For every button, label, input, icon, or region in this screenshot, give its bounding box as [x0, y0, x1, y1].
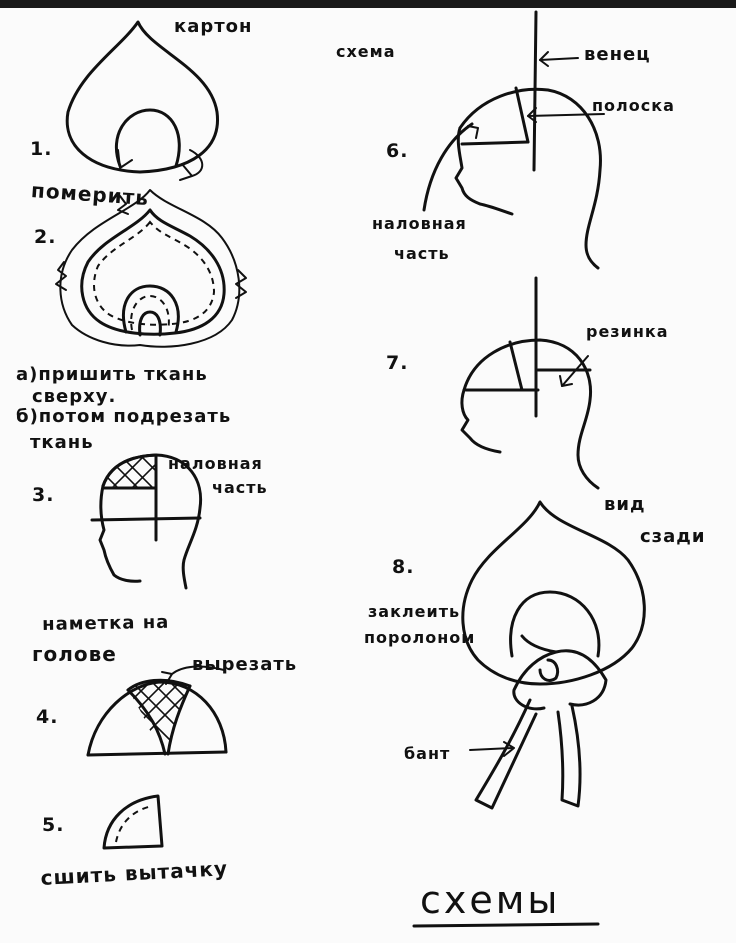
- step6-label-crown: венец: [584, 44, 651, 65]
- step3-caption-line2: голове: [32, 642, 117, 666]
- step8-bow: [461, 500, 646, 810]
- step2-line-a2: сверху.: [32, 386, 117, 407]
- step2-shape: [55, 189, 247, 348]
- step4-dome: [86, 665, 228, 757]
- step3-label-part: часть: [212, 478, 268, 497]
- step1-number: 1.: [30, 138, 53, 160]
- step6-label-part: часть: [394, 244, 450, 263]
- step7-label-elastic: резинка: [586, 322, 669, 341]
- step2-number: 2.: [34, 226, 57, 248]
- step3-caption-line1: наметка на: [42, 611, 170, 635]
- step4-label-cut: вырезать: [192, 654, 298, 675]
- step8-number: 8.: [392, 556, 415, 578]
- step2-line-a1: а)пришить ткань: [16, 364, 208, 385]
- step7-head: [460, 276, 600, 490]
- step3-number: 3.: [32, 484, 55, 506]
- step4-number: 4.: [36, 706, 59, 728]
- step6-number: 6.: [386, 140, 409, 162]
- step8-label-foam: поролоном: [364, 628, 476, 647]
- step5-number: 5.: [42, 814, 65, 836]
- step5-wedge: [102, 794, 164, 850]
- step2-line-b1: б)потом подрезать: [16, 406, 232, 427]
- step1-shape: [65, 20, 219, 181]
- step8-label-bow: бант: [404, 744, 451, 763]
- step8-label-glue: заклеить: [368, 602, 461, 621]
- step7-label-view: вид: [604, 494, 646, 515]
- step6-label-strip: полоска: [592, 96, 675, 115]
- step6-head: [422, 10, 605, 270]
- step3-label-front: наловная: [168, 454, 263, 473]
- step1-label-cardboard: картон: [174, 16, 253, 37]
- page-title: схемы: [420, 878, 561, 922]
- title-underline: [412, 922, 600, 928]
- step7-label-back: сзади: [640, 526, 706, 547]
- step2-line-b2: ткань: [30, 432, 94, 453]
- right-header: схема: [336, 42, 396, 61]
- scan-edge: [0, 0, 736, 8]
- step7-number: 7.: [386, 352, 409, 374]
- step6-label-front: наловная: [372, 214, 467, 233]
